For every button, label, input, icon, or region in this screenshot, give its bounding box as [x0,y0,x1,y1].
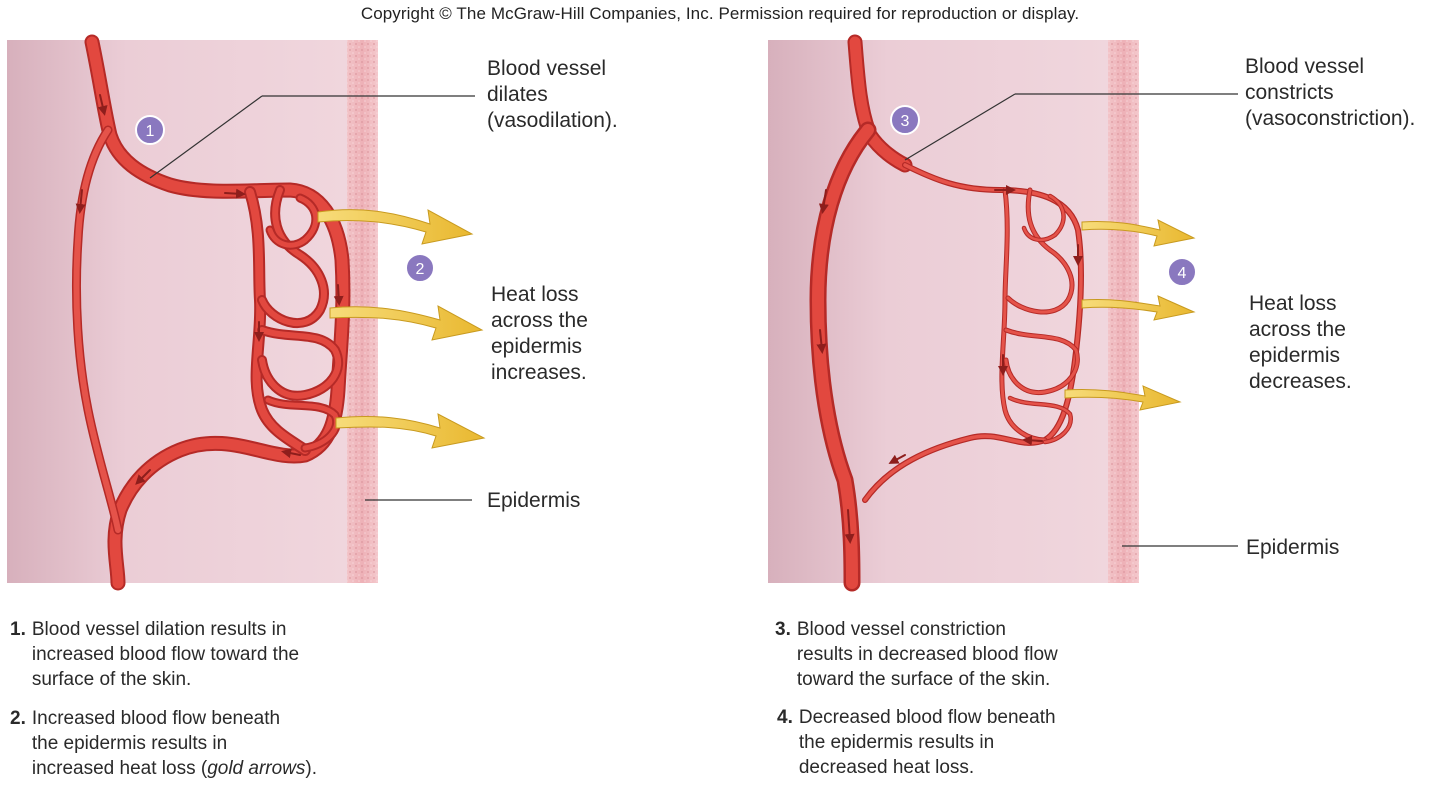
right-step-3-line-3: toward the surface of the skin. [796,669,1051,690]
left-epidermis-label: Epidermis [487,489,581,512]
right-vessel-label-line-2: constricts [1245,81,1334,104]
left-heat-label-line-4: increases. [491,361,587,384]
left-dermis-tissue [7,40,349,583]
right-vessel-label-line-1: Blood vessel [1245,55,1365,78]
right-vessel-label-line-3: (vasoconstriction). [1245,107,1416,130]
left-step-2-number: 2. [10,708,26,729]
badge-2: 2 [405,253,435,283]
left-step-1-line-3: surface of the skin. [31,669,192,690]
badge-1: 1 [135,115,165,145]
right-heat-label-line-2: across the [1249,318,1346,341]
copyright-notice: Copyright © The McGraw-Hill Companies, I… [360,4,1080,23]
left-vessel-network [71,34,351,591]
left-heat-label-line-3: epidermis [491,335,583,358]
right-step-3-number: 3. [775,619,791,640]
left-step-2-line-1: Increased blood flow beneath [31,708,281,729]
right-epidermis-label: Epidermis [1246,536,1340,559]
left-step-2-line-3-prefix: increased heat loss ( [31,758,208,779]
badge-2-text: 2 [416,261,425,278]
right-epidermis-texture [1108,40,1139,583]
right-step-4: 4. Decreased blood flow beneath the epid… [777,705,1157,780]
left-step-2: 2. Increased blood flow beneath the epid… [10,706,410,781]
right-panel-vasoconstriction: 3 4 [768,34,1238,592]
left-vessel-label: Blood vessel dilates (vasodilation). [487,56,618,134]
right-step-4-line-3: decreased heat loss. [798,757,975,778]
left-step-1-line-1: Blood vessel dilation results in [31,619,287,640]
left-step-2-line-3: increased heat loss (gold arrows). [32,756,410,781]
left-vessel-label-line-2: dilates [487,83,548,106]
right-heat-label-line-4: decreases. [1249,370,1352,393]
right-step-4-number: 4. [777,707,793,728]
right-heat-arrows [1064,219,1196,411]
right-step-4-line-1: Decreased blood flow beneath [798,707,1056,728]
left-vessel-leader-diag [149,95,263,179]
right-heat-label: Heat loss across the epidermis decreases… [1249,291,1352,395]
left-step-1-number: 1. [10,619,26,640]
left-heat-label-line-1: Heat loss [491,283,579,306]
left-panel-vasodilation: 1 2 [7,34,486,591]
left-vessel-label-line-1: Blood vessel [487,57,607,80]
right-vessel-label: Blood vessel constricts (vasoconstrictio… [1245,54,1415,132]
left-heat-label-line-2: across the [491,309,588,332]
badge-3: 3 [890,105,920,135]
right-heat-label-line-1: Heat loss [1249,292,1337,315]
right-heat-label-line-3: epidermis [1249,344,1341,367]
right-step-3-line-2: results in decreased blood flow [796,644,1058,665]
right-step-3-line-1: Blood vessel constriction [796,619,1006,640]
left-heat-label: Heat loss across the epidermis increases… [491,282,588,386]
left-step-1-line-2: increased blood flow toward the [31,644,300,665]
left-heat-arrows [317,209,486,449]
badge-3-text: 3 [901,113,910,130]
right-step-4-line-2: the epidermis results in [798,732,995,753]
badge-4-text: 4 [1178,265,1187,282]
left-vessel-label-line-3: (vasodilation). [487,109,618,132]
left-step-1: 1. Blood vessel dilation results in incr… [10,617,390,692]
left-step-2-line-2: the epidermis results in [31,733,228,754]
left-step-2-line-3-emphasis: gold arrows [207,758,306,779]
right-step-3: 3. Blood vessel constriction results in … [775,617,1155,692]
right-vessel-leader-diag [904,93,1016,161]
badge-1-text: 1 [146,123,155,140]
right-vessel-network [809,34,1084,592]
left-step-2-line-3-suffix: ). [305,758,318,779]
badge-4: 4 [1167,257,1197,287]
